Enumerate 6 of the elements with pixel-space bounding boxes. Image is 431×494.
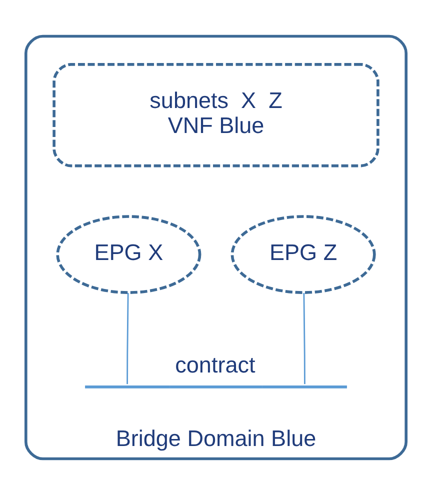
node-label: contract [174,352,255,378]
node-box: subnets X Z VNF Blue [52,62,379,167]
node-ellipse: EPG Z [230,214,376,294]
connector [126,292,128,384]
connector [302,292,305,384]
node-ellipse: EPG X [56,214,201,294]
